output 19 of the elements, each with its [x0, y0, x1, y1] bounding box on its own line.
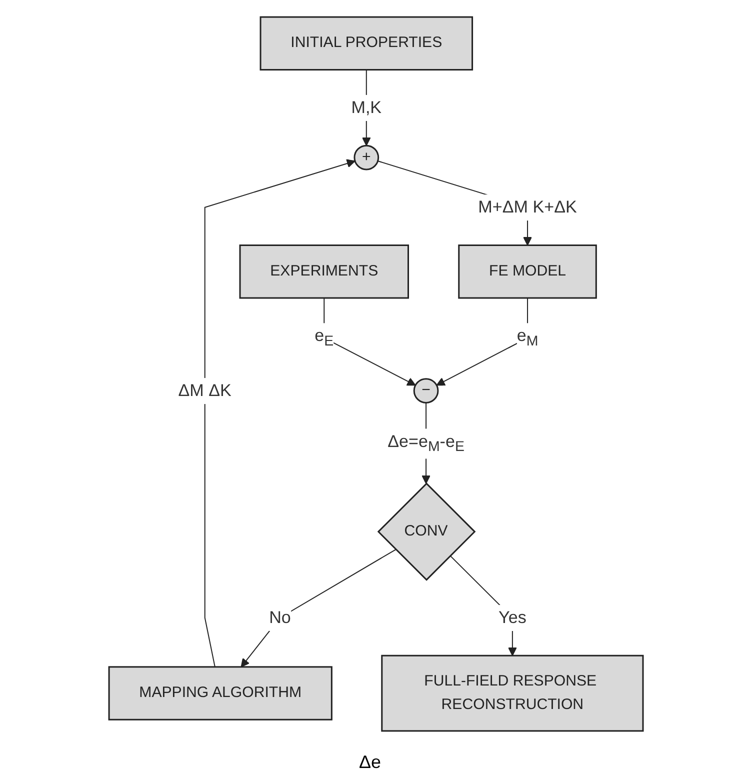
arrow	[204, 159, 356, 668]
edge-label: ΔM ΔK	[178, 380, 232, 400]
edge-label: M+ΔM K+ΔK	[478, 198, 577, 217]
edge-label: M,K	[351, 98, 382, 117]
edge-label: e$_{E}$	[314, 326, 334, 350]
edge-label: e$_{M}$	[516, 326, 538, 350]
edge-label: Yes	[498, 608, 526, 628]
node-circle: +	[354, 144, 380, 170]
edge-label: No	[269, 608, 291, 628]
node-box: FULL-FIELD RESPONSE RECONSTRUCTION	[381, 654, 644, 732]
node-box: INITIAL PROPERTIES	[260, 16, 474, 71]
node-box: MAPPING ALGORITHM	[108, 666, 332, 720]
node-box: FE MODEL	[458, 244, 597, 299]
edge-label: Δe=e$_{M}$-e$_{E}$	[388, 432, 464, 456]
node-box: EXPERIMENTS	[239, 244, 409, 299]
arrow	[240, 549, 396, 668]
node-circle: −	[413, 378, 439, 404]
node-diamond: CONV	[377, 482, 476, 581]
note-text: Δe	[358, 752, 382, 772]
